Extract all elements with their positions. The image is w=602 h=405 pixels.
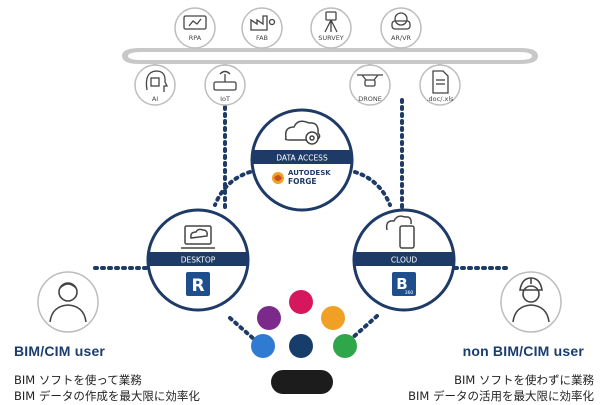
icon-rpa: RPA bbox=[174, 7, 216, 49]
svg-text:FORGE: FORGE bbox=[288, 177, 317, 186]
icon-fab: FAB bbox=[241, 7, 283, 49]
connector-bar-inner bbox=[128, 52, 532, 60]
factory-icon bbox=[250, 15, 276, 31]
revit-logo: R bbox=[186, 272, 210, 296]
user-right bbox=[500, 271, 562, 333]
icon-survey: SURVEY bbox=[310, 7, 352, 49]
svg-text:360: 360 bbox=[405, 290, 414, 296]
ai-chip-head-icon bbox=[145, 70, 169, 92]
icon-label-fab: FAB bbox=[256, 34, 268, 42]
right-user-desc-1: BIM ソフトを使わずに業務 bbox=[454, 373, 594, 387]
icon-drone: DRONE bbox=[349, 64, 391, 106]
vr-headset-icon bbox=[391, 12, 411, 30]
icon-label--doc-xls: .doc/.xls bbox=[426, 95, 454, 103]
user-left bbox=[37, 271, 99, 333]
survey-tripod-icon bbox=[324, 11, 338, 33]
left-user-desc-1: BIM ソフトを使って業務 bbox=[14, 373, 142, 387]
color-dot bbox=[289, 334, 313, 358]
hub-label-band bbox=[148, 252, 248, 266]
colored-dots bbox=[251, 290, 357, 358]
svg-text:B: B bbox=[396, 275, 407, 293]
icon-label-ai: AI bbox=[152, 95, 158, 103]
icon-label-ar-vr: AR/VR bbox=[391, 34, 412, 42]
icon-label-rpa: RPA bbox=[189, 34, 202, 42]
svg-text:R: R bbox=[191, 276, 204, 296]
robot-arm-icon bbox=[183, 15, 207, 30]
svg-text:AUTODESK: AUTODESK bbox=[288, 169, 331, 177]
forge-logo: AUTODESK FORGE bbox=[272, 169, 331, 186]
color-dot bbox=[333, 334, 357, 358]
device-pill bbox=[271, 370, 333, 394]
left-user-title: BIM/CIM user bbox=[14, 343, 106, 359]
document-icon bbox=[432, 70, 449, 94]
icon-label-iot: IoT bbox=[220, 95, 230, 103]
desktop-monitor-icon bbox=[181, 225, 215, 249]
iot-router-icon bbox=[213, 70, 237, 91]
svg-text:DESKTOP: DESKTOP bbox=[181, 256, 216, 265]
bim360-logo: B 360 bbox=[392, 272, 416, 296]
icon-label-survey: SURVEY bbox=[318, 34, 344, 42]
hub-label-band bbox=[354, 252, 454, 266]
user-icon bbox=[49, 282, 87, 323]
icon-doc: .doc/.xls bbox=[419, 64, 461, 106]
color-dot bbox=[251, 334, 275, 358]
cloud-gear-icon bbox=[284, 120, 321, 145]
hub-label-band bbox=[252, 150, 352, 164]
drone-icon bbox=[357, 74, 383, 87]
worker-helmet-icon bbox=[512, 277, 550, 323]
left-user-desc-2: BIM データの作成を最大限に効率化 bbox=[14, 389, 200, 403]
color-dot bbox=[289, 290, 313, 314]
color-dot bbox=[321, 306, 345, 330]
hub-label: DATA ACCESS bbox=[276, 154, 328, 163]
icon-ai: AI bbox=[134, 64, 176, 106]
icon-label-drone: DRONE bbox=[358, 95, 382, 103]
hub-cloud: CLOUD B 360 bbox=[352, 208, 456, 312]
right-user-title: non BIM/CIM user bbox=[462, 343, 584, 359]
hub-data-access: DATA ACCESS AUTODESK FORGE bbox=[250, 108, 354, 212]
icon-arvr: AR/VR bbox=[380, 7, 422, 49]
hub-desktop: DESKTOP R bbox=[146, 208, 250, 312]
icon-iot: IoT bbox=[204, 64, 246, 106]
color-dot bbox=[257, 306, 281, 330]
right-user-desc-2: BIM データの活用を最大限に効率化 bbox=[408, 389, 594, 403]
cloud-tablet-icon bbox=[385, 215, 415, 249]
svg-text:CLOUD: CLOUD bbox=[391, 256, 418, 265]
